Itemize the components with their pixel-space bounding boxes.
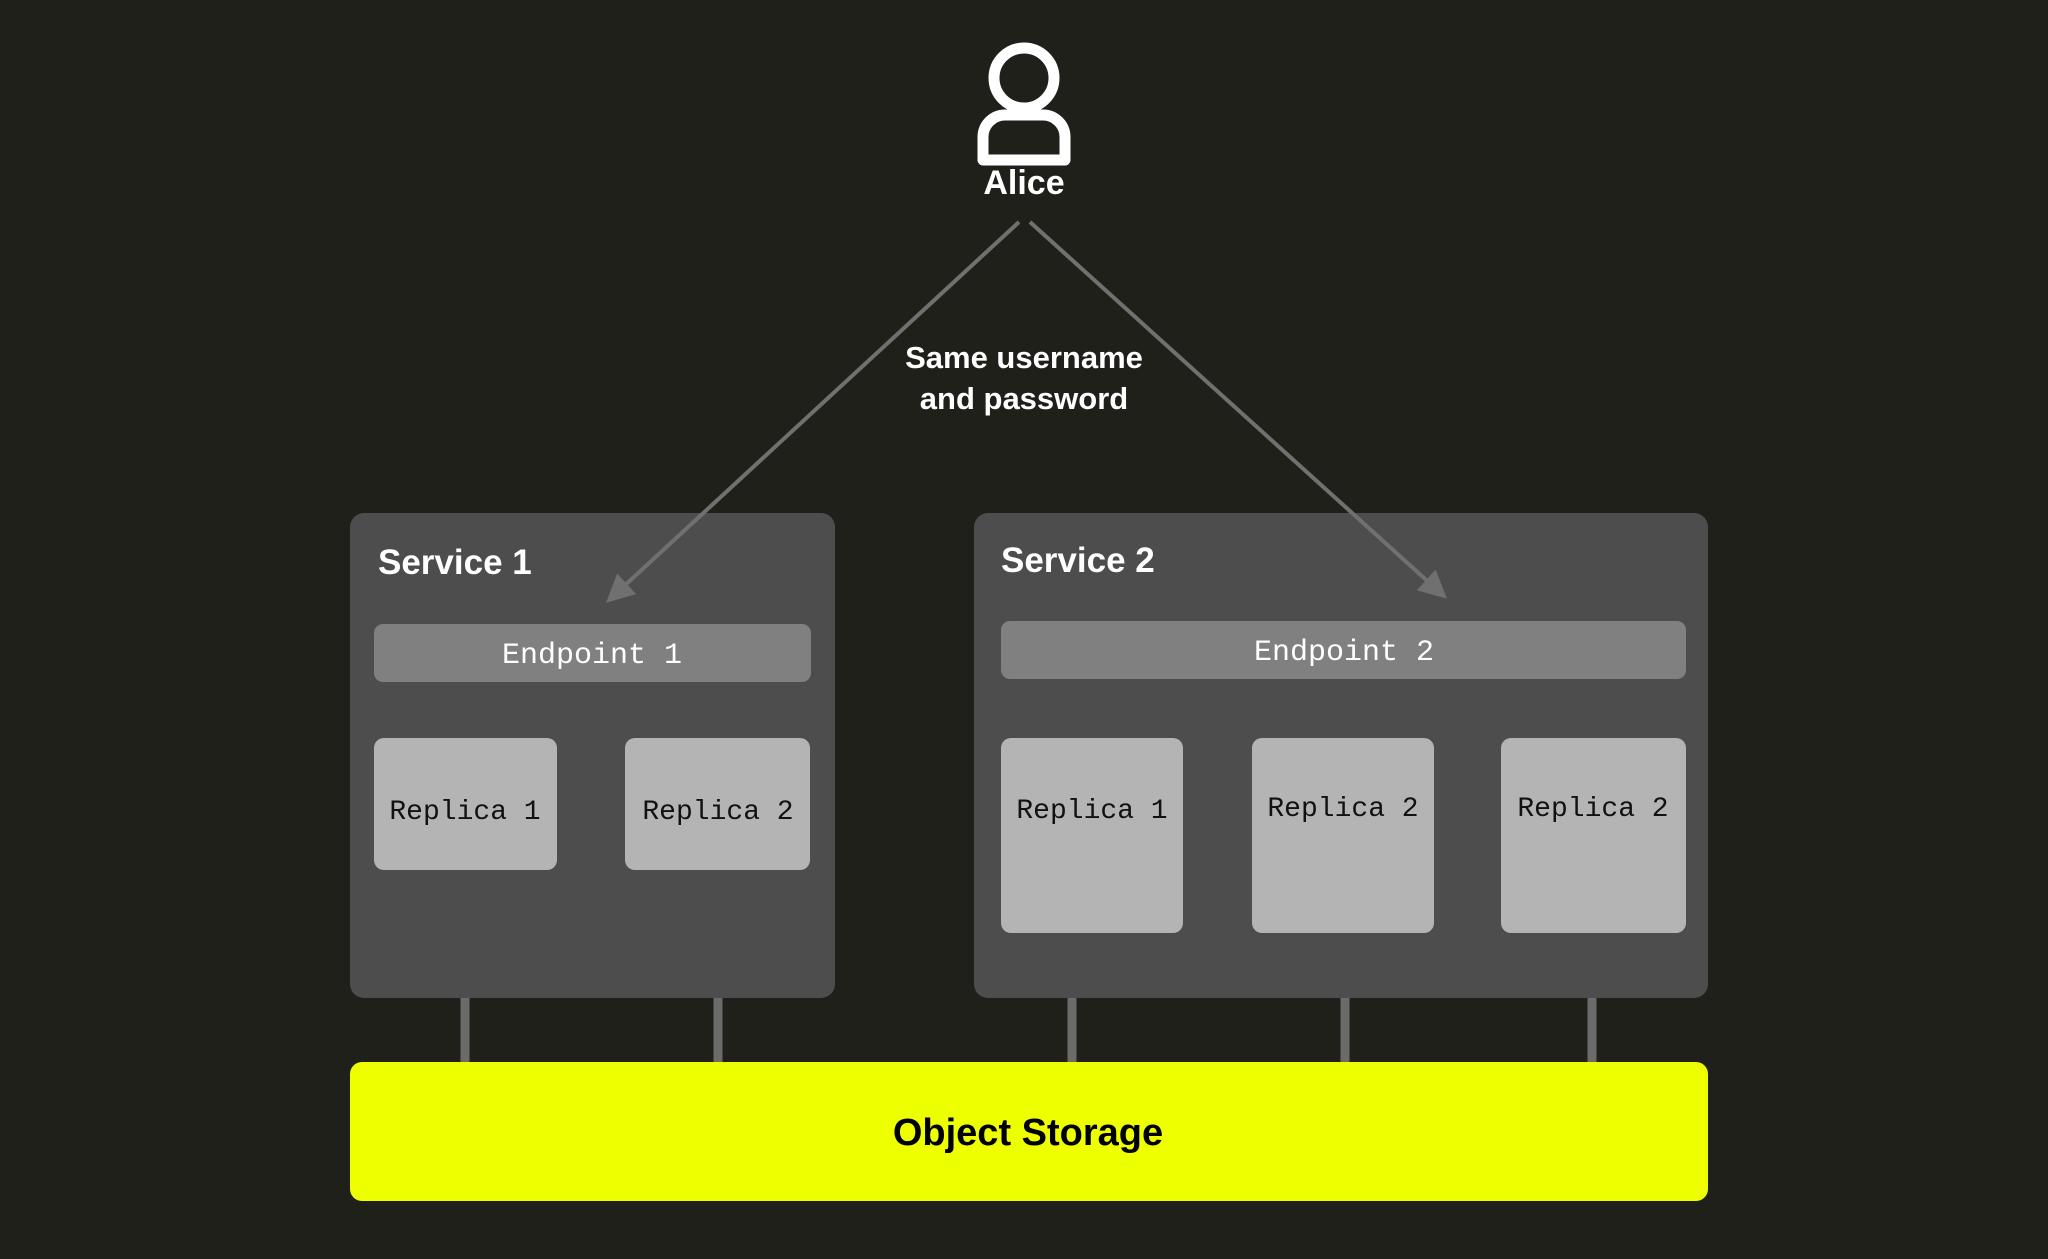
replica-box[interactable]: Replica 2 xyxy=(625,738,810,870)
endpoint-1-label: Endpoint 1 xyxy=(502,639,682,673)
replica-s2-r1-label: Replica 1 xyxy=(1016,796,1167,827)
arrow-group xyxy=(606,220,1447,603)
replica-group-service-2: Replica 1 Replica 2 Replica 2 xyxy=(1001,738,1686,933)
replica-s2-r2-label: Replica 2 xyxy=(1267,794,1418,825)
replica-group-service-1: Replica 1 Replica 2 xyxy=(374,738,810,870)
replica-box[interactable]: Replica 1 xyxy=(1001,738,1183,933)
replica-box[interactable]: Replica 2 xyxy=(1252,738,1434,933)
endpoint-2-label: Endpoint 2 xyxy=(1254,636,1434,670)
service-panel-2-title: Service 2 xyxy=(1001,541,1155,580)
object-storage-label: Object Storage xyxy=(893,1112,1163,1154)
replica-s1-r2-bg xyxy=(625,738,810,870)
endpoint-1-box[interactable] xyxy=(374,624,811,682)
replica-s2-r1-bg xyxy=(1001,738,1183,933)
replica-s1-r1-label: Replica 1 xyxy=(389,797,540,828)
annotation-line-1: Same username xyxy=(905,340,1143,375)
endpoint-2-box[interactable] xyxy=(1001,621,1686,679)
arrow-alice-to-endpoint-1 xyxy=(606,220,1021,603)
actor-label: Alice xyxy=(983,164,1064,202)
replica-s1-r2-label: Replica 2 xyxy=(642,797,793,828)
object-storage-bar[interactable]: Object Storage xyxy=(350,1062,1708,1201)
replica-s2-r3-label: Replica 2 xyxy=(1517,794,1668,825)
service-panel-1[interactable]: Service 1 Endpoint 1 xyxy=(350,513,835,998)
arrow-alice-to-endpoint-2 xyxy=(1028,220,1447,599)
user-icon xyxy=(977,42,1071,166)
replica-s2-r2-bg xyxy=(1252,738,1434,933)
object-storage-bg xyxy=(350,1062,1708,1201)
annotation-line-2: and password xyxy=(920,381,1128,416)
replica-s2-r3-bg xyxy=(1501,738,1686,933)
replica-box[interactable]: Replica 2 xyxy=(1501,738,1686,933)
annotation-same-credentials: Same username and password xyxy=(905,340,1143,416)
service-panel-1-title: Service 1 xyxy=(378,543,532,582)
replica-s1-r1-bg xyxy=(374,738,557,870)
replica-box[interactable]: Replica 1 xyxy=(374,738,557,870)
